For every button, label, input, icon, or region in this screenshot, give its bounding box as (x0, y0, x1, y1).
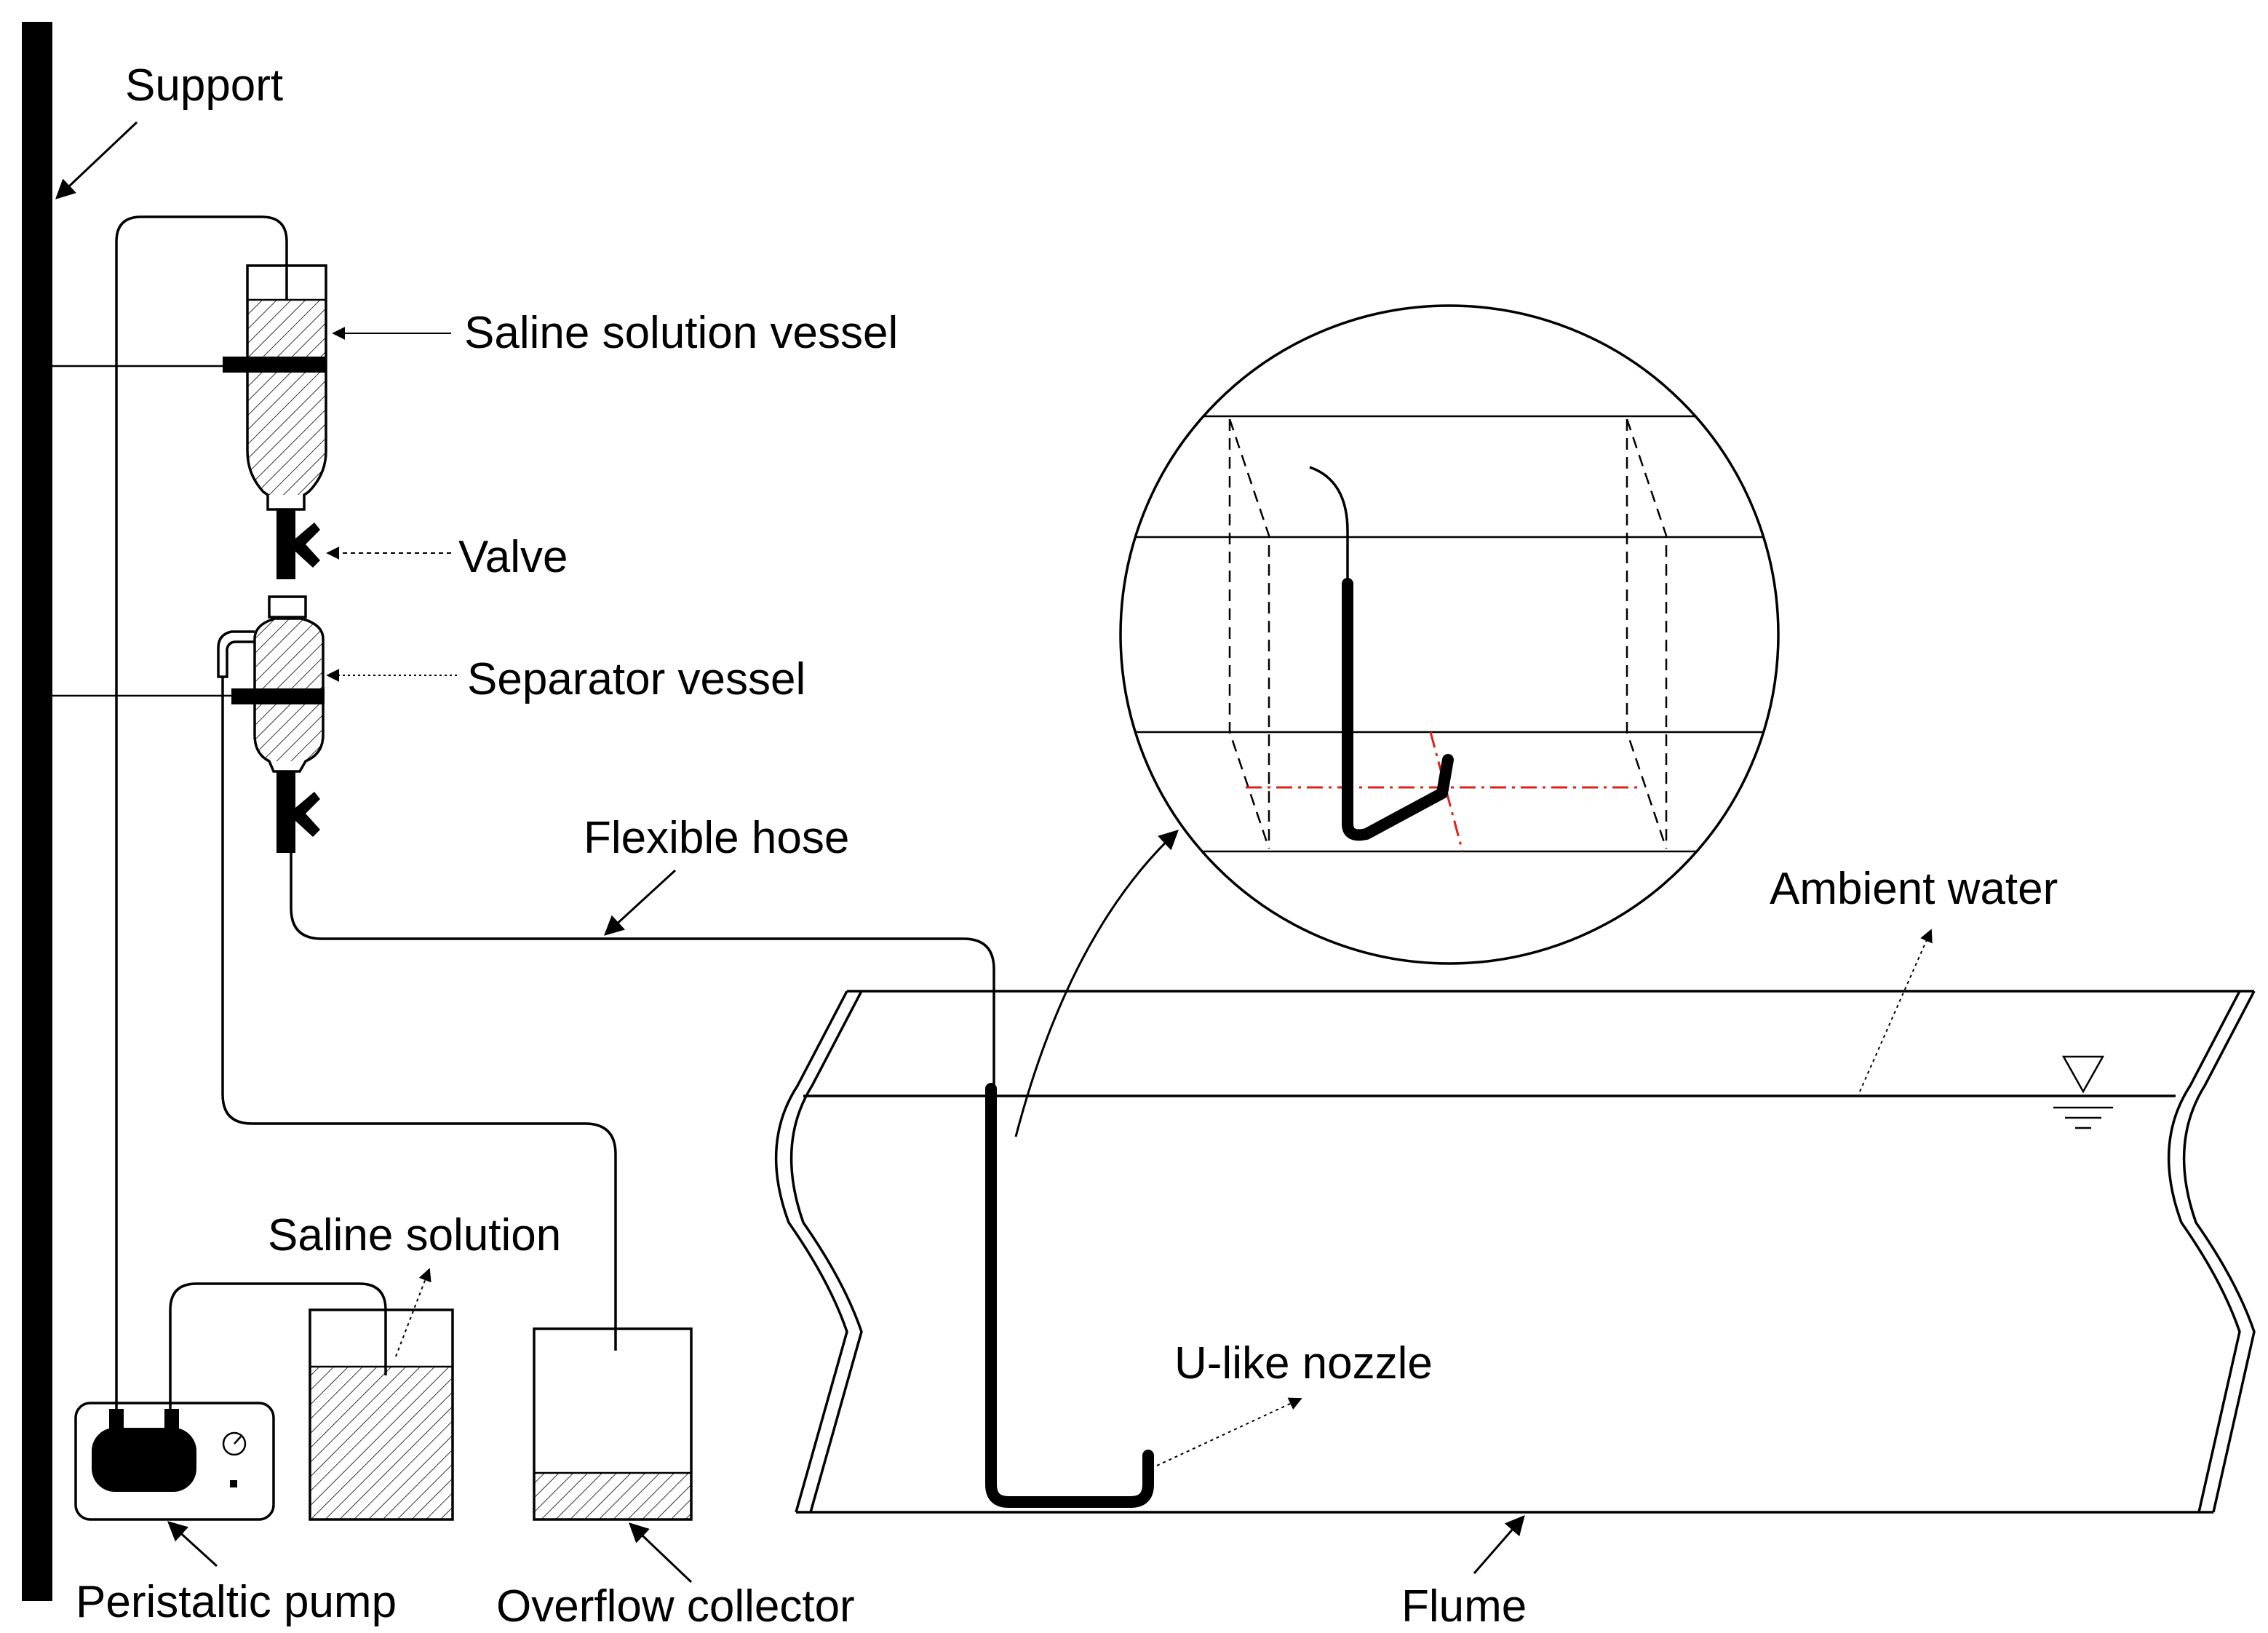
valve-lower (276, 771, 320, 853)
separator-body (253, 617, 325, 773)
separator-overflow-spout (217, 630, 255, 678)
flume-left-wall-outer (774, 990, 848, 1513)
pump-port-right (164, 1409, 179, 1434)
label-overflow-collector: Overflow collector (496, 1581, 855, 1632)
label-u-like-nozzle: U-like nozzle (1174, 1338, 1433, 1388)
tubing (115, 215, 995, 1412)
label-support: Support (125, 60, 283, 111)
separator-cap (268, 595, 307, 619)
overflow-collector (533, 1327, 693, 1521)
u-like-nozzle (985, 1083, 1154, 1508)
peristaltic-pump (74, 1402, 275, 1521)
overflow-collector-body (533, 1327, 693, 1521)
valve-upper-handle (295, 523, 320, 568)
saline-vessel-liquid (247, 300, 326, 495)
flume-leader (1473, 1514, 1525, 1574)
label-ambient-water: Ambient water (1770, 864, 2058, 914)
flexible-hose-tube (290, 853, 995, 1086)
overflow-leader (629, 1522, 693, 1584)
overflow-tube (221, 677, 617, 1351)
label-saline-solution: Saline solution (268, 1210, 561, 1260)
support-leader (55, 121, 138, 199)
pump-saline-tube (169, 1282, 387, 1412)
flume (774, 990, 2256, 1514)
label-peristaltic-pump: Peristaltic pump (76, 1577, 397, 1627)
saline-solution-leader (395, 1268, 431, 1357)
saline-solution-container (309, 1308, 454, 1521)
saline-vessel-body (246, 264, 327, 511)
detail-circle-outline (1119, 304, 1780, 965)
valve-lower-stem (276, 771, 295, 853)
nozzle-leader (1156, 1397, 1302, 1466)
flume-right-wall-inner (2182, 990, 2256, 1513)
water-level-icon (2061, 1055, 2105, 1094)
separator-clamp (231, 688, 325, 704)
valve-upper (276, 509, 320, 579)
leader-arrows (55, 121, 1933, 1584)
pump-port-left (109, 1409, 124, 1434)
saline-container-body (309, 1308, 454, 1521)
pump-dial-needle (234, 1436, 242, 1445)
pump-housing (74, 1402, 275, 1521)
detail-dashed-left (1228, 418, 1270, 849)
separator-vessel (217, 595, 325, 773)
pump-leader (167, 1521, 218, 1568)
valve-upper-stem (276, 509, 295, 579)
pump-indicator (230, 1480, 237, 1487)
label-separator-vessel: Separator vessel (467, 654, 805, 704)
detail-nozzle (1342, 578, 1454, 841)
labels: Support Saline solution vessel Valve Sep… (76, 60, 2058, 1632)
label-flexible-hose: Flexible hose (584, 813, 849, 863)
label-saline-solution-vessel: Saline solution vessel (464, 308, 898, 358)
support-pole (22, 22, 52, 1601)
flume-left-wall-inner (789, 990, 863, 1513)
support-group (22, 22, 233, 1601)
detail-magnifier (1014, 304, 1780, 1137)
saline-solution-vessel (223, 264, 327, 511)
valve-lower-handle (295, 792, 320, 837)
label-flume: Flume (1401, 1581, 1527, 1632)
pump-head (92, 1428, 196, 1492)
pump-feed-tube (115, 215, 288, 1412)
ambient-water-leader (1859, 929, 1933, 1092)
flume-right-wall-outer (2167, 990, 2241, 1513)
overflow-collector-liquid (534, 1473, 691, 1519)
label-valve: Valve (458, 532, 568, 582)
pump-dial (222, 1431, 247, 1456)
saline-container-liquid (310, 1367, 453, 1519)
flexible-hose-leader (604, 869, 677, 936)
detail-pointer-arrow (1014, 830, 1179, 1137)
saline-vessel-clamp (223, 357, 326, 373)
detail-dashed-right (1626, 418, 1668, 849)
detail-feed-pipe (1309, 466, 1349, 582)
